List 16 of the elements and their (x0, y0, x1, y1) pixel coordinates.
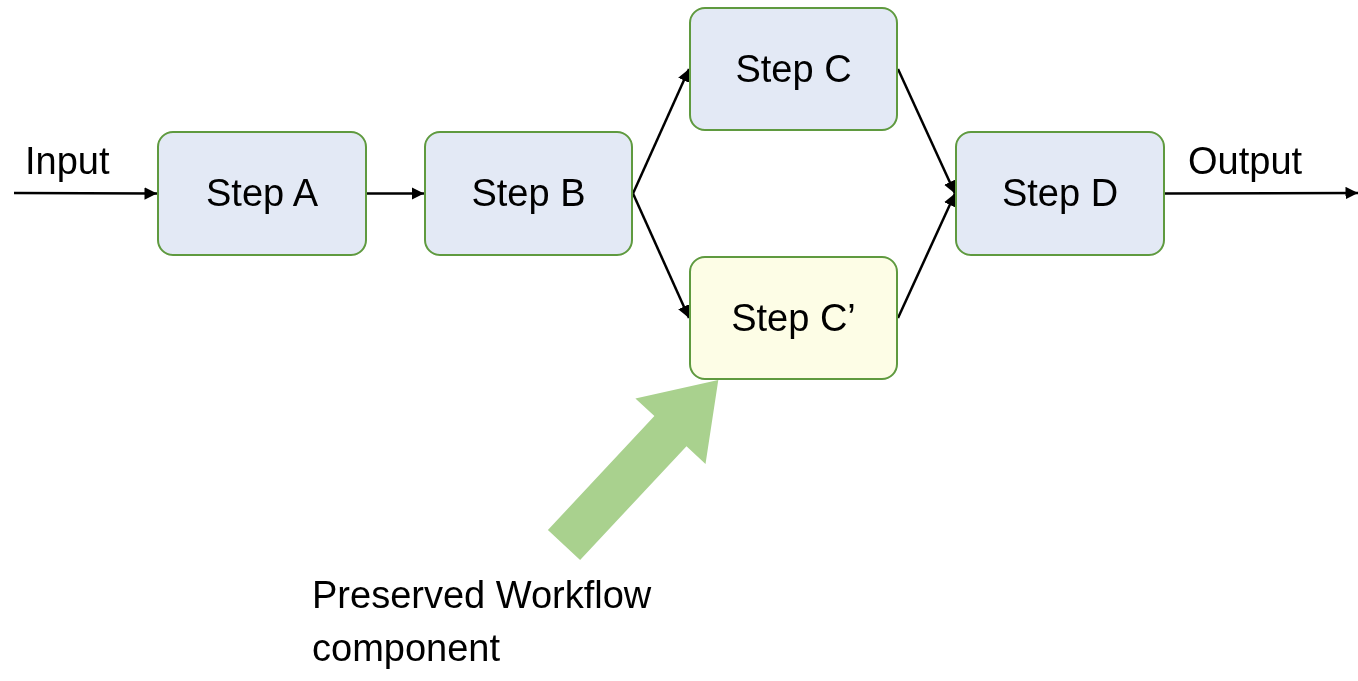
arrow (631, 193, 691, 319)
block-arrow (547, 380, 719, 560)
process-box: Step C’ (689, 256, 898, 380)
edge-label: Input (25, 140, 110, 183)
process-box: Step A (157, 131, 367, 256)
arrow (1165, 186, 1358, 200)
arrow (896, 68, 957, 195)
edge-label: Output (1188, 140, 1303, 183)
arrow (896, 192, 957, 319)
arrow (367, 187, 424, 200)
arrow (14, 187, 157, 200)
arrow (631, 68, 691, 194)
process-box: Step B (424, 131, 633, 256)
process-box: Step D (955, 131, 1165, 256)
annotation-text: Preserved Workflow component (312, 545, 732, 681)
process-box: Step C (689, 7, 898, 131)
